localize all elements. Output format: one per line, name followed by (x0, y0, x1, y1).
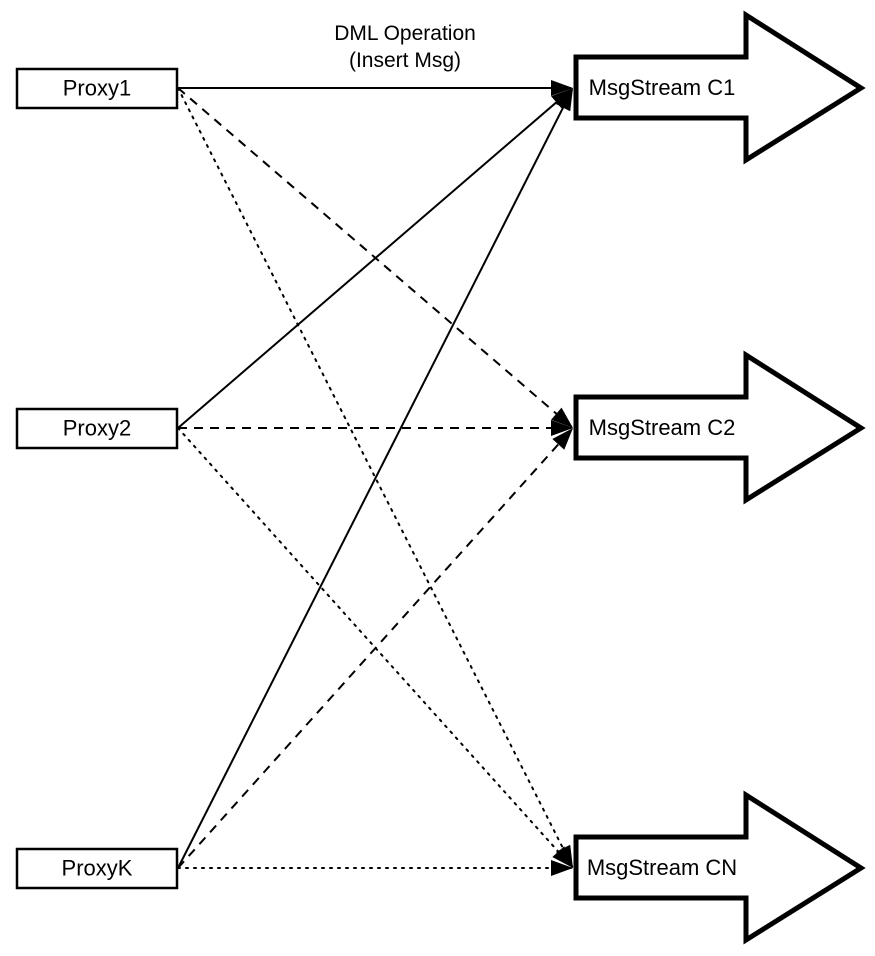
proxy-node-proxy2[interactable]: Proxy2 (15, 407, 179, 450)
proxy-box-proxy1 (15, 67, 179, 110)
stream-arrow-shape-stream_cn (573, 790, 866, 945)
edge-label-line2: (Insert Msg) (349, 49, 461, 72)
connection-proxy2-c1[interactable] (177, 88, 573, 429)
stream-node-stream_c1[interactable]: MsgStream C1 (573, 10, 866, 165)
stream-node-stream_cn[interactable]: MsgStream CN (573, 790, 866, 945)
arrowheads-layer (551, 80, 573, 876)
stream-arrow-shape-stream_c1 (573, 10, 866, 165)
arrowhead-proxy2-c2 (551, 420, 573, 436)
arrowhead-proxy2-cn (552, 846, 573, 868)
proxy-label-proxyk: ProxyK (62, 855, 133, 880)
stream-label-stream_c1: MsgStream C1 (589, 75, 736, 100)
stream-node-stream_c2[interactable]: MsgStream C2 (573, 350, 866, 505)
arrowhead-proxyk-cn (551, 860, 573, 876)
connections-layer (177, 87, 574, 869)
connection-proxyk-c2[interactable] (177, 428, 573, 869)
proxy-label-proxy1: Proxy1 (63, 75, 131, 100)
proxy-node-proxyk[interactable]: ProxyK (15, 847, 179, 890)
connection-proxyk-c1[interactable] (177, 89, 573, 869)
proxy-box-proxyk (15, 847, 179, 890)
arrowhead-proxy1-c1 (551, 80, 573, 96)
connection-proxy1-cn[interactable] (177, 87, 574, 868)
arrowhead-proxyk-c2 (552, 428, 573, 450)
arrowhead-proxyk-c1 (555, 88, 573, 112)
stream-label-stream_c2: MsgStream C2 (589, 415, 736, 440)
stream-label-stream_cn: MsgStream CN (587, 855, 737, 880)
labels-layer: DML Operation (Insert Msg) (334, 22, 476, 72)
proxy-label-proxy2: Proxy2 (63, 415, 131, 440)
stream-arrow-shape-stream_c2 (573, 350, 866, 505)
proxy-node-proxy1[interactable]: Proxy1 (15, 67, 179, 110)
connection-proxy2-cn[interactable] (177, 427, 573, 868)
streams-layer: MsgStream C1 MsgStream C2 MsgStream CN (573, 10, 866, 945)
edge-label-line1: DML Operation (334, 22, 476, 45)
arrowhead-proxy2-c1 (551, 88, 573, 109)
arrowhead-proxy1-c2 (551, 407, 573, 428)
proxy-box-proxy2 (15, 407, 179, 450)
